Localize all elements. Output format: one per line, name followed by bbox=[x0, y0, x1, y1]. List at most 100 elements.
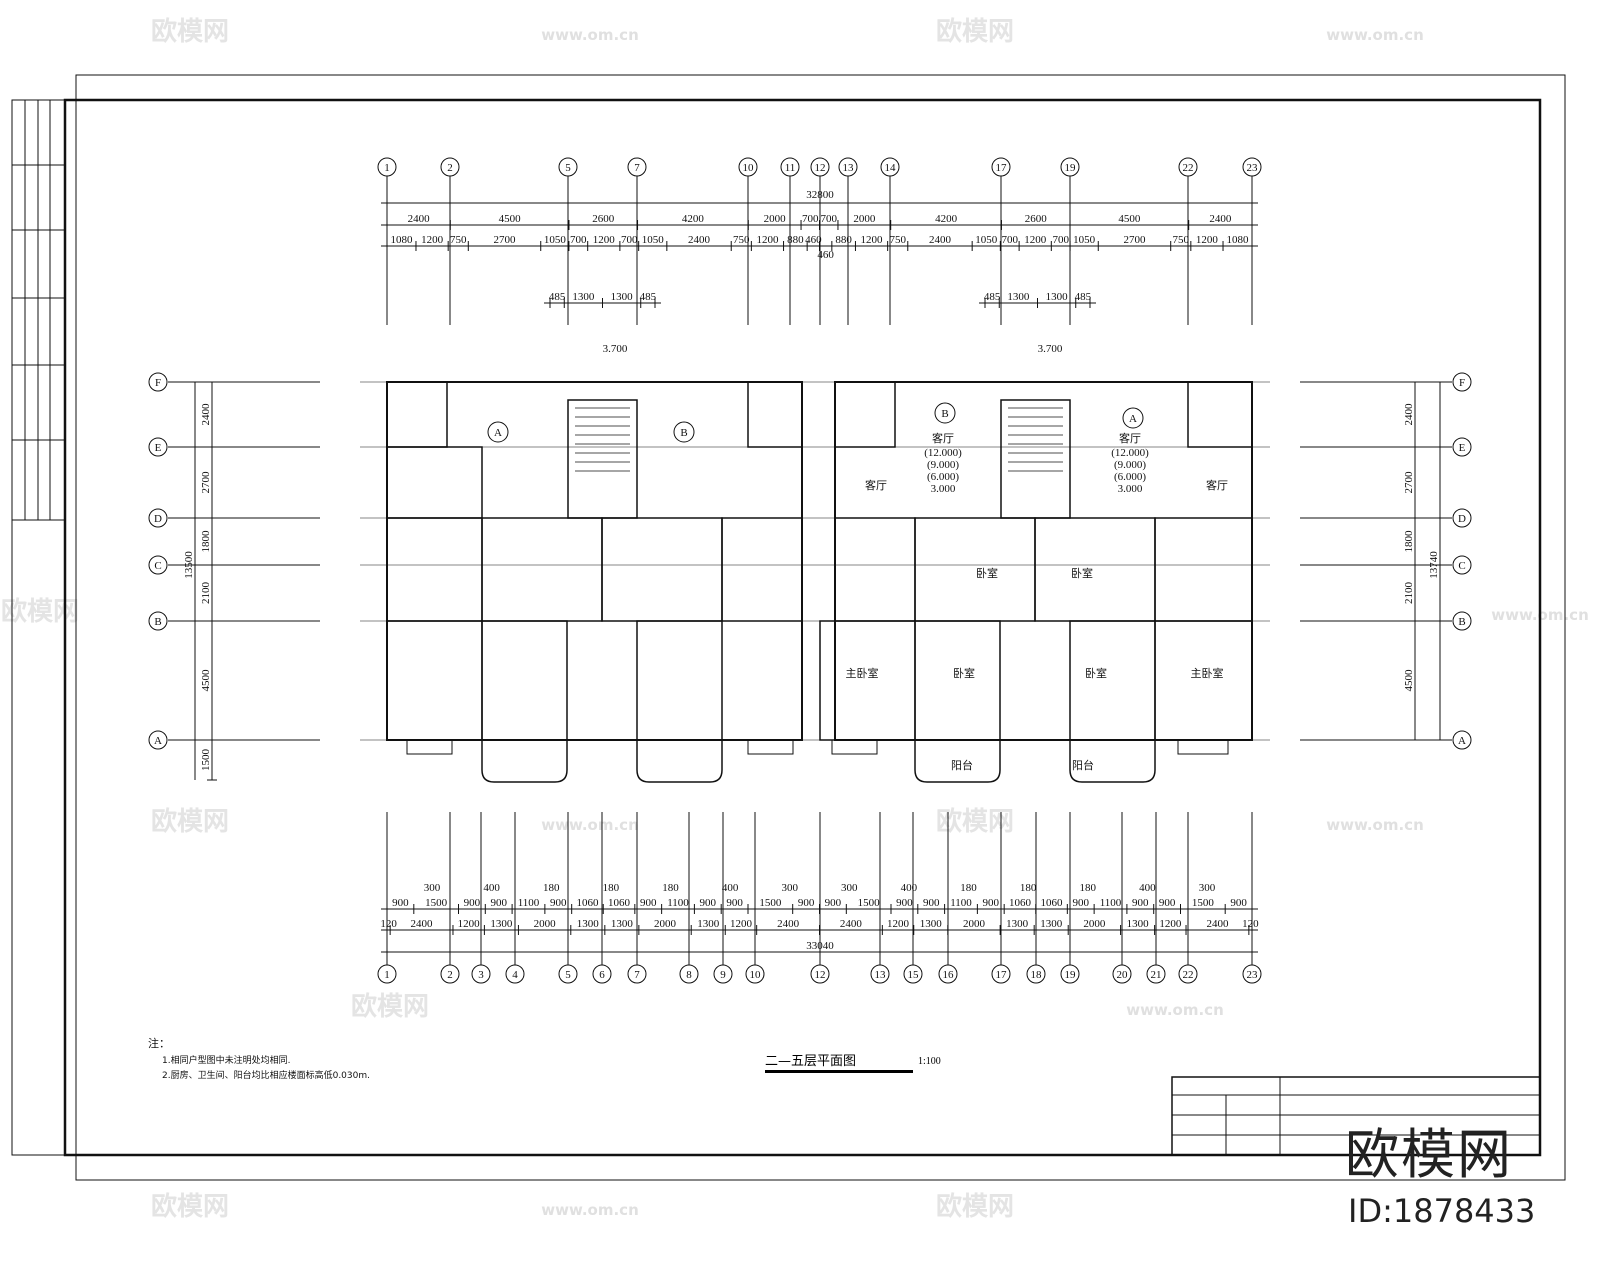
dim-left-value: 2400 bbox=[200, 403, 212, 426]
dim-bottom-1-value: 1060 bbox=[1009, 897, 1032, 909]
axis-bottom-2-bubble bbox=[440, 964, 460, 984]
room-wall bbox=[481, 517, 603, 622]
axis-right-A-label: A bbox=[1458, 735, 1466, 747]
axis-right-E-label: E bbox=[1459, 442, 1466, 454]
axis-right-F-label: F bbox=[1459, 377, 1465, 389]
axis-top-14-label: 14 bbox=[885, 162, 897, 174]
room-label: 阳台 bbox=[951, 758, 973, 772]
axis-bottom-18-bubble bbox=[1026, 964, 1046, 984]
room-wall bbox=[601, 517, 723, 622]
room-label: 客厅 bbox=[1119, 431, 1141, 445]
dim-left-value: 1500 bbox=[200, 749, 212, 772]
dim-bottom-1-value: 1500 bbox=[759, 897, 782, 909]
room-wall bbox=[1069, 620, 1156, 741]
room-wall bbox=[834, 381, 896, 448]
dim-top-2-value: 1050 bbox=[544, 234, 567, 246]
room-wall bbox=[1154, 620, 1253, 741]
room-label: 卧室 bbox=[1085, 666, 1107, 680]
dim-stair-left-value: 1300 bbox=[611, 291, 634, 303]
dim-bottom-1-value: 1060 bbox=[608, 897, 631, 909]
axis-top-14-bubble bbox=[880, 157, 900, 177]
window-bay bbox=[406, 739, 453, 755]
axis-top-12-label: 12 bbox=[815, 162, 826, 174]
dim-left-total: 13500 bbox=[183, 551, 195, 579]
axis-bottom-20-bubble bbox=[1112, 964, 1132, 984]
dim-right-value: 2700 bbox=[1403, 471, 1415, 494]
note-2: 2.厨房、卫生间、阳台均比相应楼面标高低0.030m. bbox=[162, 1071, 370, 1081]
axis-top-19-bubble bbox=[1060, 157, 1080, 177]
room-label: 卧室 bbox=[976, 566, 998, 580]
axis-bottom-16-bubble bbox=[938, 964, 958, 984]
dim-bottom-2-value: 1300 bbox=[697, 918, 720, 930]
axis-bottom-8-bubble bbox=[679, 964, 699, 984]
axis-top-19-label: 19 bbox=[1065, 162, 1077, 174]
room-wall bbox=[1034, 517, 1156, 622]
dim-top-2-value: 2700 bbox=[1123, 234, 1146, 246]
axis-top-22-label: 22 bbox=[1183, 162, 1194, 174]
axis-top-11-bubble bbox=[780, 157, 800, 177]
dim-stair-right-value: 1300 bbox=[1007, 291, 1030, 303]
room-label: 客厅 bbox=[865, 478, 887, 492]
axis-bottom-18-label: 18 bbox=[1031, 969, 1043, 981]
dim-bottom-1-value: 900 bbox=[896, 897, 913, 909]
room-wall bbox=[721, 517, 803, 622]
room-label: 卧室 bbox=[953, 666, 975, 680]
dim-bottom-1-value: 900 bbox=[1132, 897, 1149, 909]
dim-stair-right-value: 485 bbox=[1075, 291, 1092, 303]
dim-bottom-small: 300 bbox=[781, 882, 798, 894]
room-label: 阳台 bbox=[1072, 758, 1094, 772]
dim-top-1-value: 4500 bbox=[1118, 213, 1141, 225]
axis-right-B-bubble bbox=[1452, 611, 1472, 631]
dim-bottom-2-value: 2000 bbox=[963, 918, 986, 930]
axis-bottom-10-label: 10 bbox=[750, 969, 762, 981]
dim-bottom-small: 400 bbox=[483, 882, 500, 894]
room-wall bbox=[567, 399, 638, 519]
axis-top-13-bubble bbox=[838, 157, 858, 177]
axis-bottom-1-bubble bbox=[377, 964, 397, 984]
dim-top-2-value: 750 bbox=[1173, 234, 1190, 246]
dim-top-1-value: 2400 bbox=[1209, 213, 1232, 225]
axis-bottom-7-label: 7 bbox=[634, 969, 640, 981]
axis-left-E-label: E bbox=[155, 442, 162, 454]
dim-bottom-2-value: 1200 bbox=[1159, 918, 1182, 930]
axis-bottom-12-label: 12 bbox=[815, 969, 826, 981]
dim-bottom-1-value: 900 bbox=[464, 897, 481, 909]
dim-right-total: 13740 bbox=[1428, 551, 1440, 579]
unit-type-label: B bbox=[680, 427, 687, 439]
axis-bottom-17-label: 17 bbox=[996, 969, 1008, 981]
dim-top-2-value: 700 bbox=[570, 234, 587, 246]
dim-left-value: 1800 bbox=[200, 530, 212, 553]
watermark-brand: 欧模网 bbox=[1345, 1123, 1513, 1186]
dim-top-2-value: 880 bbox=[787, 234, 804, 246]
dim-bottom-small: 300 bbox=[841, 882, 858, 894]
window-bay bbox=[831, 739, 878, 755]
room-wall bbox=[1000, 399, 1071, 519]
axis-bottom-2-label: 2 bbox=[447, 969, 453, 981]
dim-top-1-value: 2000 bbox=[853, 213, 876, 225]
dim-top-1-value: 2600 bbox=[1025, 213, 1048, 225]
axis-left-F-bubble bbox=[148, 372, 168, 392]
room-label: 客厅 bbox=[932, 431, 954, 445]
axis-top-22-bubble bbox=[1178, 157, 1198, 177]
dim-bottom-2-value: 2400 bbox=[840, 918, 863, 930]
room-wall bbox=[1154, 517, 1253, 622]
watermark-text: 欧模网 bbox=[1, 596, 79, 627]
dim-top-1-value: 700 bbox=[820, 213, 837, 225]
dim-bottom-1-value: 1060 bbox=[576, 897, 599, 909]
unit-type-label: A bbox=[494, 427, 502, 439]
dim-bottom-2-value: 1300 bbox=[1127, 918, 1150, 930]
dim-top-2-value: 1050 bbox=[642, 234, 665, 246]
axis-left-D-bubble bbox=[148, 508, 168, 528]
dim-bottom-2-value: 1200 bbox=[887, 918, 910, 930]
dim-top-1-value: 2000 bbox=[764, 213, 787, 225]
dim-bottom-2-value: 1300 bbox=[577, 918, 600, 930]
dim-right-value: 4500 bbox=[1403, 669, 1415, 692]
dim-top-total: 32800 bbox=[806, 189, 834, 201]
dim-top-1-value: 4200 bbox=[935, 213, 958, 225]
dim-bottom-1-value: 1100 bbox=[950, 897, 972, 909]
room-label: 客厅 bbox=[1206, 478, 1228, 492]
watermark-text: 欧模网 bbox=[151, 16, 229, 47]
drawing-scale: 1:100 bbox=[918, 1056, 941, 1067]
dim-top-2-value: 1200 bbox=[861, 234, 884, 246]
